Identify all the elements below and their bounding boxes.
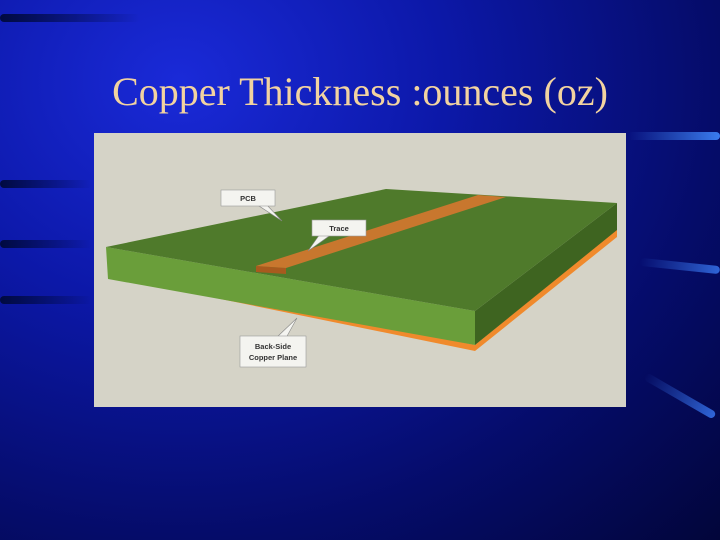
background-streak <box>0 296 92 304</box>
trace-callout-box <box>311 219 367 237</box>
slide-title: Copper Thickness :ounces (oz) <box>112 69 608 114</box>
background-streak <box>628 132 720 140</box>
trace-top <box>256 195 506 268</box>
back-side-callout-box <box>239 335 307 368</box>
pcb-front-face <box>106 247 475 345</box>
trace-side <box>256 266 286 274</box>
back-side-copper-plane <box>108 229 617 351</box>
pcb-side-face <box>475 203 617 345</box>
background-streak <box>0 180 92 188</box>
back-side-callout-label-line1: Back-Side <box>255 342 291 351</box>
pcb-callout-label: PCB <box>240 194 256 203</box>
trace-callout-label: Trace <box>329 224 349 233</box>
pcb-callout-box <box>220 189 276 207</box>
pcb-top-surface <box>106 189 617 311</box>
background-streak <box>0 240 92 248</box>
back-side-callout-pointer <box>275 317 298 339</box>
back-side-callout-label-line2: Copper Plane <box>249 353 297 362</box>
pcb-diagram: PCB Trace Back-Side Copper Plane <box>94 133 626 407</box>
background-streak <box>639 257 720 275</box>
background-streak <box>0 14 140 22</box>
background-streak <box>643 372 717 420</box>
